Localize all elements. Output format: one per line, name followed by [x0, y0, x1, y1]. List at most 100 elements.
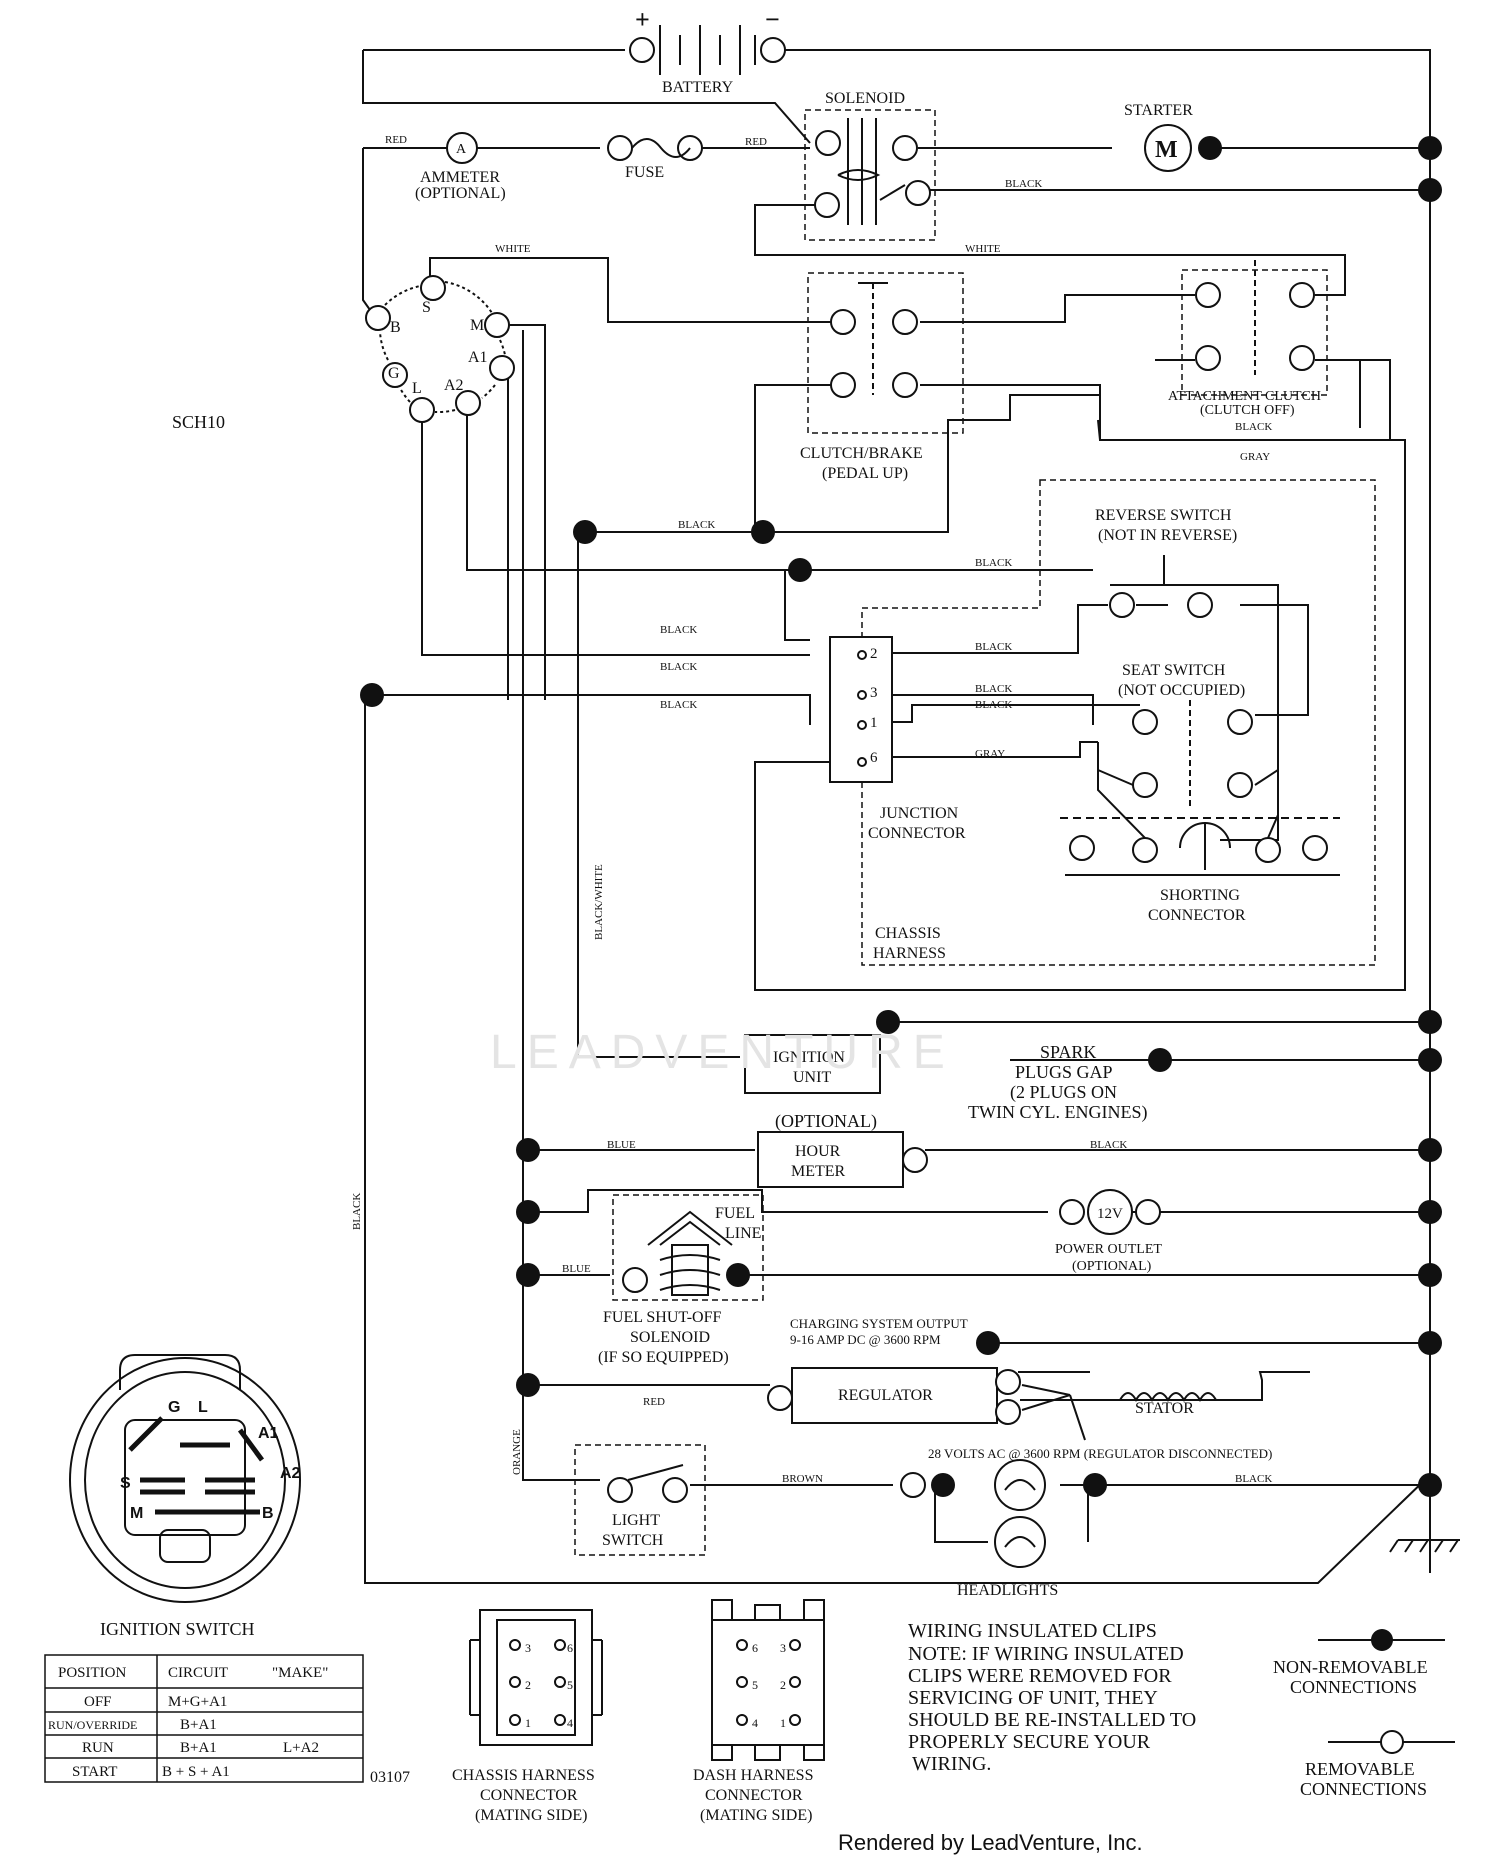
wire-brown: BROWN: [782, 1473, 823, 1485]
solenoid-label: SOLENOID: [825, 90, 905, 107]
hour-meter-label-2: METER: [791, 1163, 846, 1180]
hour-meter-terminal: [902, 1147, 928, 1173]
fuse-label: FUSE: [625, 164, 664, 181]
legend-non-removable-label-2: CONNECTIONS: [1290, 1677, 1417, 1697]
legend-removable-label-2: CONNECTIONS: [1300, 1779, 1427, 1799]
chassis-pin-1: 1: [525, 1716, 531, 1730]
wire-red-1: RED: [385, 134, 407, 146]
ignition-unit-label-1: IGNITION: [773, 1049, 845, 1066]
wire-black-9: BLACK: [660, 699, 697, 711]
stator-note: 28 VOLTS AC @ 3600 RPM (REGULATOR DISCON…: [928, 1446, 1272, 1461]
dash-pin-4: 4: [752, 1716, 758, 1730]
non-removable-dots: [360, 520, 1442, 1497]
junction-label-2: CONNECTOR: [868, 825, 966, 842]
wire-gray-1: GRAY: [1240, 451, 1270, 463]
drawing-number: 03107: [370, 1769, 410, 1786]
light-switch-label-2: SWITCH: [602, 1532, 664, 1549]
dash-connector-label-2: CONNECTOR: [705, 1787, 803, 1804]
table-row-run-circuit: B+A1: [180, 1740, 217, 1756]
spark-label-1: SPARK: [1040, 1042, 1096, 1062]
wire-red-2: RED: [745, 136, 767, 148]
spark-label-4: TWIN CYL. ENGINES): [968, 1102, 1147, 1123]
spark-label-2: PLUGS GAP: [1015, 1062, 1113, 1082]
wire-black-12: BLACK: [1235, 1473, 1272, 1485]
table-row-start-circuit: B + S + A1: [162, 1764, 230, 1780]
ammeter-label-1: AMMETER: [420, 169, 500, 186]
regulator-label: REGULATOR: [838, 1387, 933, 1404]
reverse-switch: [1109, 555, 1218, 618]
ignition-switch-table: [44, 1654, 364, 1783]
dash-pin-3: 3: [780, 1641, 786, 1655]
wire-white-2: WHITE: [965, 243, 1001, 255]
fuel-line-label-2: LINE: [725, 1225, 761, 1242]
dash-connector-label-3: (MATING SIDE): [700, 1807, 812, 1824]
light-switch-label-1: LIGHT: [612, 1512, 660, 1529]
legend-removable: [1328, 1730, 1455, 1754]
wire-red-3: RED: [643, 1396, 665, 1408]
attachment-clutch-switch: [1195, 260, 1315, 375]
terminal-g: G: [388, 365, 400, 382]
chassis-connector-label-1: CHASSIS HARNESS: [452, 1767, 595, 1784]
power-outlet-symbol: 12V: [1097, 1206, 1123, 1222]
terminal-l: L: [412, 380, 422, 397]
wire-blue-1: BLUE: [607, 1139, 636, 1151]
charging-label-1: CHARGING SYSTEM OUTPUT: [790, 1316, 968, 1331]
chassis-connector: [469, 1609, 603, 1746]
light-switch: [607, 1464, 688, 1503]
switch-face-b: B: [262, 1505, 274, 1522]
clutch-brake-switch: [830, 282, 918, 398]
charging-label-2: 9-16 AMP DC @ 3600 RPM: [790, 1332, 941, 1347]
regulator: [791, 1367, 998, 1424]
wire-black-1: BLACK: [1005, 178, 1042, 190]
switch-face-a2: A2: [280, 1465, 301, 1482]
note-line-1: WIRING INSULATED CLIPS: [908, 1620, 1157, 1642]
battery-plus-sign: +: [635, 5, 650, 34]
footer-credit: Rendered by LeadVenture, Inc.: [838, 1830, 1143, 1855]
terminal-b: B: [390, 319, 401, 336]
chassis-connector-label-3: (MATING SIDE): [475, 1807, 587, 1824]
starter-motor: [1144, 124, 1442, 202]
shorting-connector: [1065, 770, 1340, 876]
battery-label: BATTERY: [662, 79, 734, 96]
wire-black-11: BLACK: [1090, 1139, 1127, 1151]
table-header-make: "MAKE": [272, 1665, 328, 1681]
starter-label: STARTER: [1124, 102, 1193, 119]
reverse-switch-label-2: (NOT IN REVERSE): [1098, 527, 1237, 544]
ammeter-a-symbol: A: [456, 142, 467, 157]
chassis-connector-label-2: CONNECTOR: [480, 1787, 578, 1804]
note-line-5: SHOULD BE RE-INSTALLED TO: [908, 1709, 1196, 1731]
battery-minus-sign: −: [765, 5, 780, 34]
wire-black-left: BLACK: [351, 1193, 363, 1230]
power-outlet: [1059, 1189, 1161, 1235]
dash-connector: [711, 1599, 825, 1761]
ammeter-label-2: (OPTIONAL): [415, 185, 506, 202]
switch-face-l: L: [198, 1399, 208, 1416]
shorting-label-1: SHORTING: [1160, 887, 1240, 904]
table-row-off-circuit: M+G+A1: [168, 1694, 227, 1710]
fuel-solenoid-label-3: (IF SO EQUIPPED): [598, 1349, 729, 1366]
wire-black-3: BLACK: [678, 519, 715, 531]
terminal-a2: A2: [444, 377, 464, 394]
ignition-unit: [744, 1034, 881, 1094]
solenoid-symbol: [814, 118, 931, 225]
terminal-s: S: [422, 299, 431, 316]
ignition-switch-face: [69, 1354, 301, 1603]
switch-face-s: S: [120, 1475, 131, 1492]
regulator-terminals: [767, 1369, 1217, 1441]
seat-switch-label-2: (NOT OCCUPIED): [1118, 682, 1245, 699]
power-outlet-label-2: (OPTIONAL): [1072, 1259, 1152, 1274]
wire-black-6: BLACK: [975, 641, 1012, 653]
table-row-override-position: RUN/OVERRIDE: [48, 1718, 137, 1732]
note-line-7: WIRING.: [912, 1753, 991, 1775]
chassis-pin-6: 6: [567, 1641, 573, 1655]
wire-blue-2: BLUE: [562, 1263, 591, 1275]
watermark: LEADVENTURE: [490, 1026, 955, 1079]
junction-label-1: JUNCTION: [880, 805, 959, 822]
fuel-solenoid: [622, 1210, 733, 1296]
headlights: [900, 1459, 1046, 1568]
ammeter-symbol: [446, 132, 703, 164]
clutch-brake-label-1: CLUTCH/BRAKE: [800, 445, 923, 462]
wire-orange: ORANGE: [511, 1429, 523, 1475]
chassis-pin-2: 2: [525, 1678, 531, 1692]
dash-pin-5: 5: [752, 1678, 758, 1692]
